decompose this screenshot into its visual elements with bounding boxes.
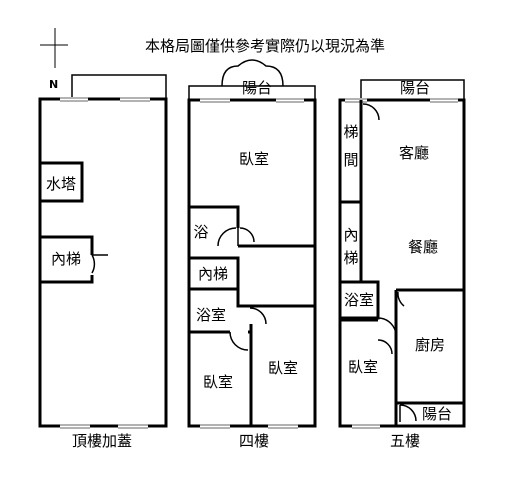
rooftop-parapet [71,74,167,100]
door-swing-icon [377,317,397,337]
4f-bedroom-right-label: 臥室 [268,359,298,377]
plan-disclaimer-title: 本格局圖僅供參考實際仍以現況為準 [145,37,385,55]
4f-bath-lower-label: 浴室 [196,306,226,324]
5f-inner-stair-label-bottom: 梯 [343,249,358,267]
4f-balcony-label: 陽台 [242,79,272,97]
4f-mid-wall [236,289,315,308]
floor-4f: 陽台 臥室 浴 內梯 浴室 臥室 臥室 四樓 [187,59,317,450]
5f-stairwell-label-top: 梯 [343,123,358,141]
compass-icon: N [40,28,68,91]
5f-bathroom-label: 浴室 [344,291,374,309]
floor-caption-4f: 四樓 [239,432,269,450]
5f-dining-room-label: 餐廳 [408,238,438,256]
floor-caption-5f: 五樓 [390,432,420,450]
5f-balcony-back-label: 陽台 [422,405,452,423]
5f-balcony-front-label: 陽台 [400,79,430,97]
door-swing-icon [239,227,255,243]
door-swing-icon [217,227,237,247]
4f-bath-upper-room [189,205,240,228]
floor-rooftop: 水塔 內梯 頂樓加蓋 [38,74,168,450]
door-swing-icon [377,339,393,355]
4f-inner-stair-label: 內梯 [198,265,228,283]
door-swing-icon [229,331,249,351]
5f-living-room-label: 客廳 [399,144,429,162]
rooftop-stair-label: 內梯 [51,250,81,268]
door-swing-icon [397,291,405,307]
water-tower-room [38,161,84,203]
north-label: N [49,78,58,91]
4f-inner-stair-room [189,256,240,291]
5f-kitchen-label: 廚房 [415,336,445,354]
floor-caption-rooftop: 頂樓加蓋 [72,432,132,450]
5f-inner-stair-label-top: 內 [343,226,358,244]
4f-bath-upper-label: 浴 [193,223,208,241]
5f-stairwell-label-bottom: 間 [343,151,358,169]
5f-outline [338,98,466,428]
5f-bedroom-label: 臥室 [348,358,378,376]
4f-balcony-arch [221,59,284,87]
water-tower-label: 水塔 [46,175,76,193]
door-swing-icon [362,103,380,121]
door-swing-icon [249,307,267,325]
4f-bedroom-left-label: 臥室 [203,373,233,391]
4f-bedroom-main-label: 臥室 [239,150,269,168]
5f-bathroom-room [340,280,380,320]
door-swing-icon [399,404,417,422]
door-swing-icon [91,254,108,274]
floor-5f: 陽台 梯 間 內 梯 客廳 餐廳 浴室 廚房 臥室 [338,79,466,450]
